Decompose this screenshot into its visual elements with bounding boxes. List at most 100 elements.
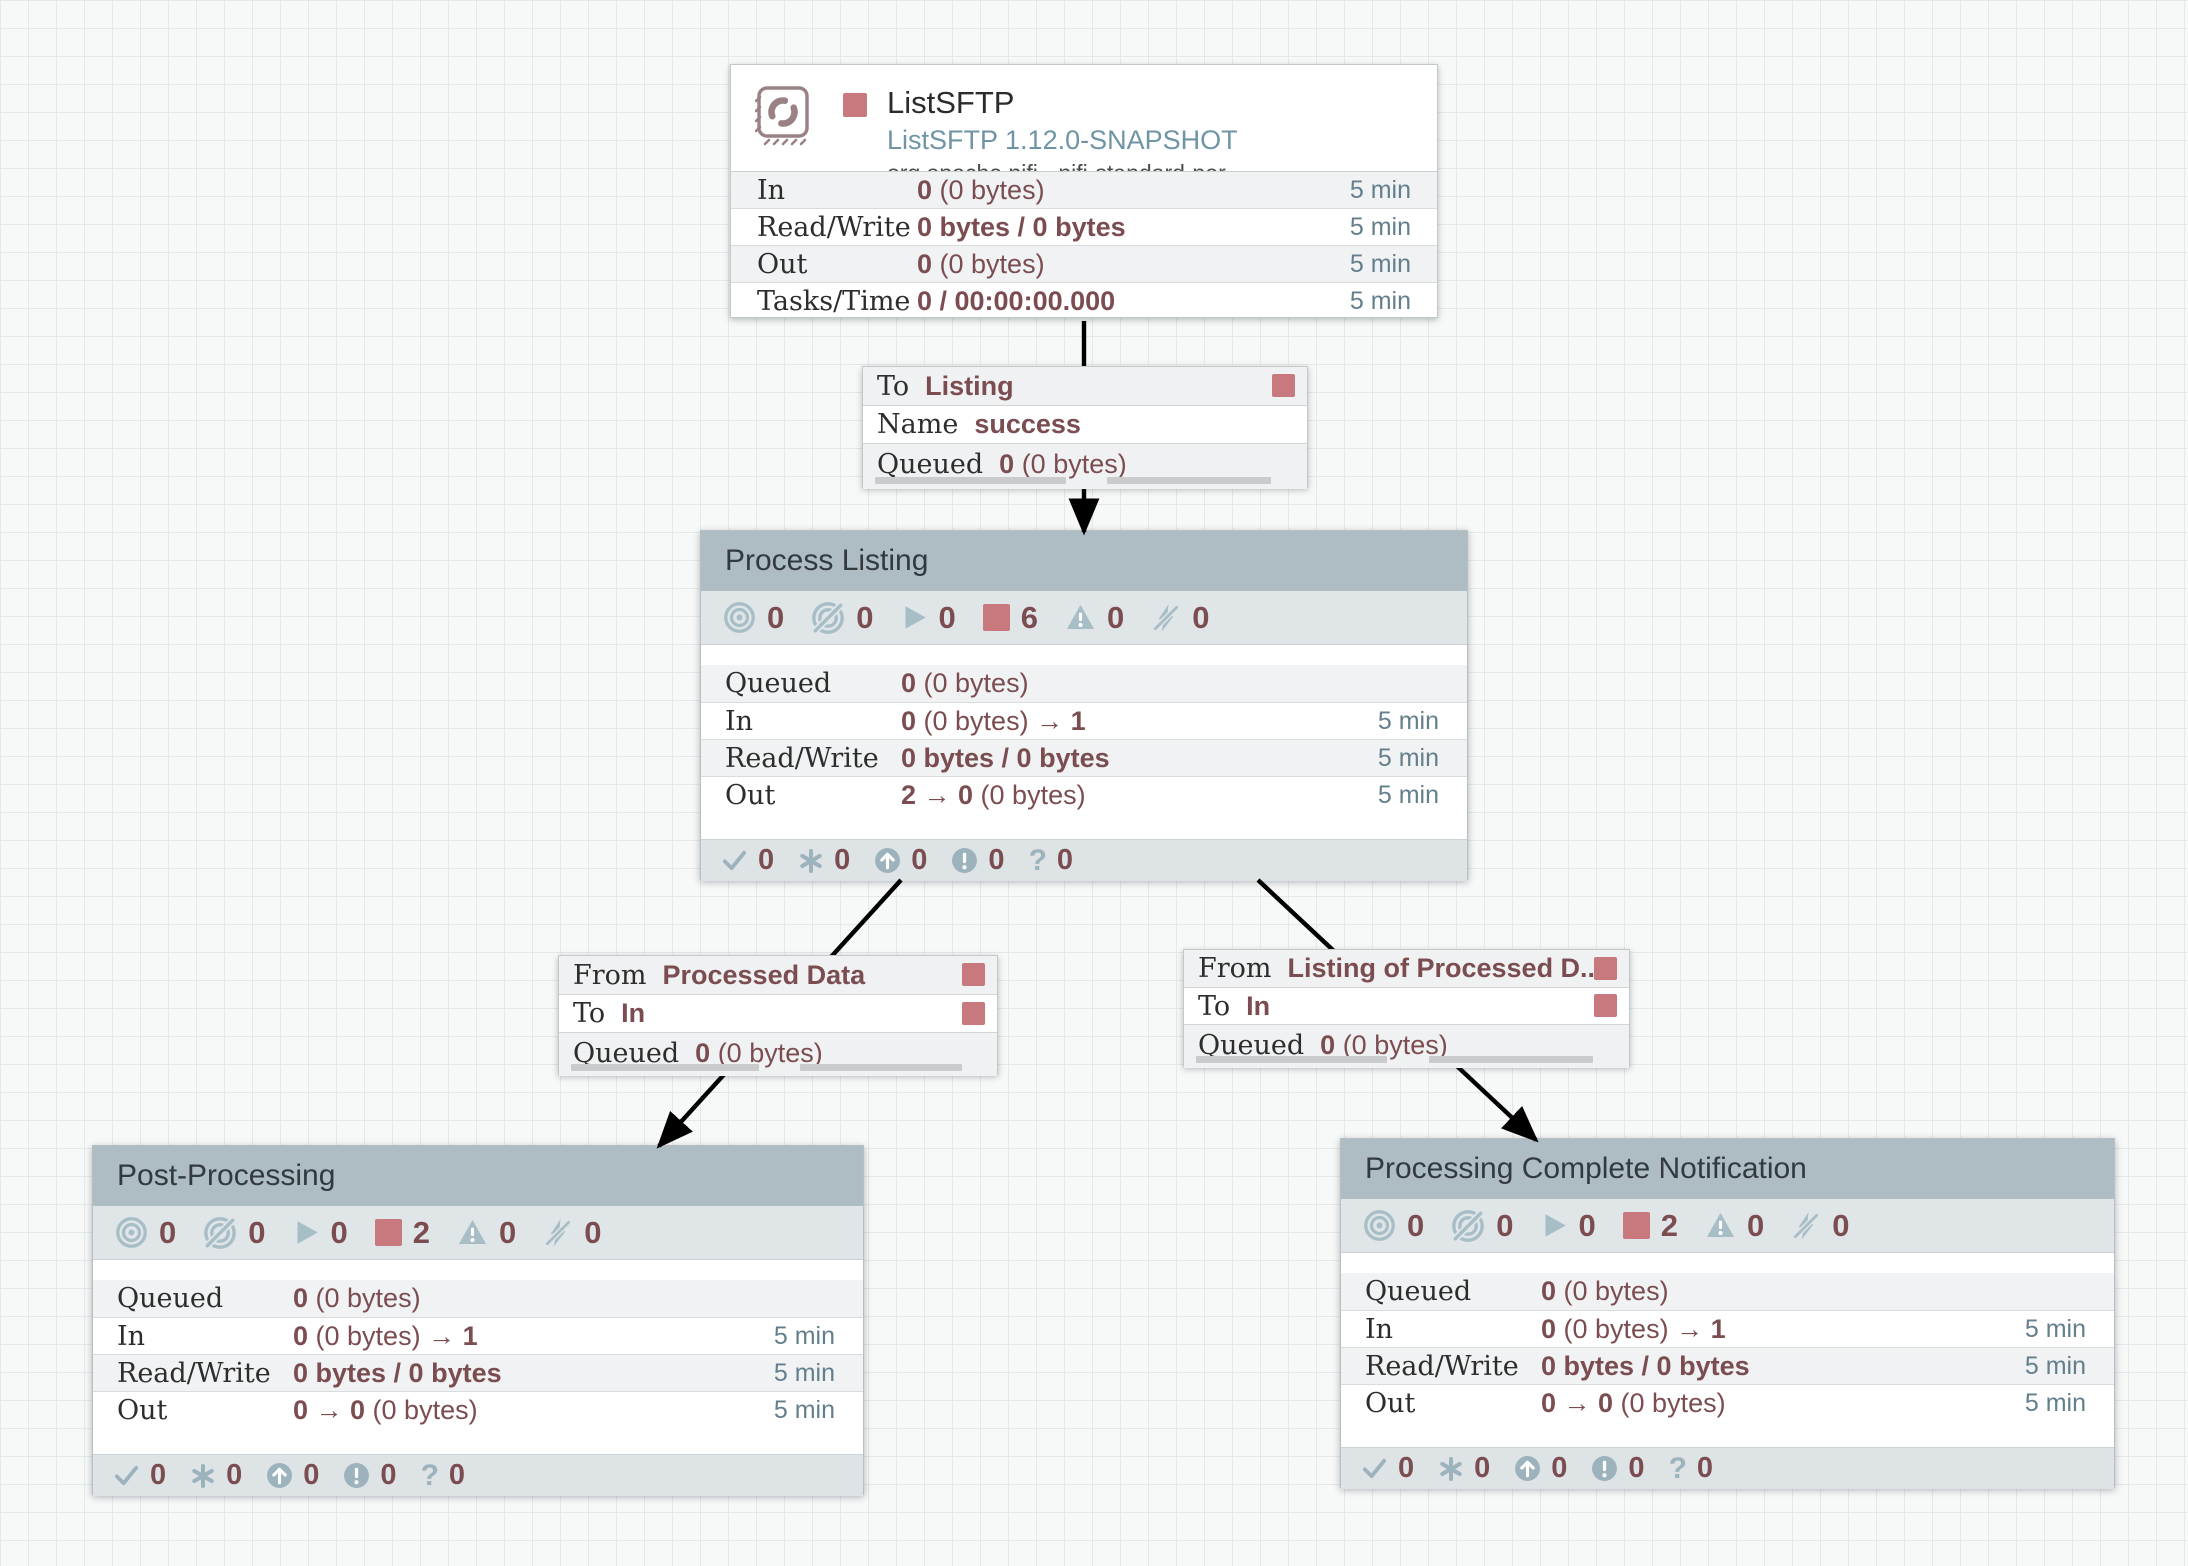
modified-stale-count: 0 [380, 1459, 397, 1491]
process-group-post-processing[interactable]: Post-Processing 0 0 0 2 0 0 Queued 0 (0 … [92, 1145, 864, 1496]
stat-label: Queued [1365, 1276, 1472, 1307]
modified-stale-exclamation-icon [344, 1463, 370, 1488]
processor-type-version: ListSFTP 1.12.0-SNAPSHOT [887, 125, 1238, 155]
stopped-icon [1622, 1212, 1650, 1239]
stat-label: In [757, 174, 786, 206]
group-version-footer: 0 0 0 0 ?0 [701, 839, 1467, 881]
group-stats-table: Queued 0 (0 bytes) In 0 (0 bytes) → 1 5 … [93, 1280, 863, 1428]
sync-failure-count: 0 [448, 1459, 466, 1491]
group-spacer [701, 813, 1467, 839]
invalid-warning-icon [1066, 604, 1095, 629]
up-to-date-count: 0 [758, 844, 775, 876]
group-spacer [1341, 1421, 2114, 1447]
stat-window: 5 min [1349, 175, 1411, 204]
stopped-count: 2 [412, 1214, 430, 1250]
stat-window: 5 min [1349, 212, 1411, 241]
group-stats-table: Queued 0 (0 bytes) In 0 (0 bytes) → 1 5 … [1341, 1273, 2114, 1421]
stale-count: 0 [303, 1459, 320, 1491]
invalid-warning-icon [458, 1219, 487, 1244]
stat-value: 0 (0 bytes) [917, 174, 1045, 205]
queued-value: 0 (0 bytes) [999, 449, 1127, 479]
stale-up-arrow-icon [267, 1463, 293, 1488]
group-stats-table: Queued 0 (0 bytes) In 0 (0 bytes) → 1 5 … [701, 665, 1467, 813]
transmitting-count: 0 [159, 1214, 177, 1250]
stat-window: 5 min [1349, 286, 1411, 315]
stat-row-queued: Queued 0 (0 bytes) [1341, 1273, 2114, 1310]
connection-to-value: In [621, 998, 646, 1028]
process-group-title: Process Listing [725, 544, 929, 577]
stat-window: 5 min [2024, 1388, 2086, 1417]
connection-to-row: To In [559, 994, 997, 1032]
locally-modified-asterisk-icon [800, 848, 822, 873]
stat-window: 5 min [773, 1395, 835, 1424]
up-to-date-count: 0 [1398, 1452, 1415, 1484]
stat-row-tasks-time: Tasks/Time 0 / 00:00:00.000 5 min [731, 282, 1437, 319]
sync-failure-question-icon: ? [1668, 1451, 1687, 1485]
connection-from-label: From [573, 959, 647, 991]
process-group-status-bar: 0 0 0 2 0 0 [1341, 1199, 2114, 1253]
stale-up-arrow-icon [875, 848, 901, 873]
stat-value: 0 (0 bytes) [901, 668, 1029, 698]
invalid-count: 0 [499, 1214, 517, 1250]
locally-modified-count: 0 [834, 844, 851, 876]
group-version-footer: 0 0 0 0 ?0 [1341, 1447, 2114, 1489]
stat-value: 0 (0 bytes) → 1 [1541, 1313, 1726, 1344]
connection-from-row: From Listing of Processed D... [1184, 950, 1629, 987]
process-group-header[interactable]: Process Listing [701, 531, 1467, 591]
stopped-icon [374, 1219, 402, 1246]
stat-label: Out [117, 1394, 168, 1426]
stat-row-queued: Queued 0 (0 bytes) [93, 1280, 863, 1317]
connection-from-label: From [1198, 953, 1272, 984]
stopped-status-square [962, 963, 985, 986]
processor-listsftp[interactable]: ListSFTP ListSFTP 1.12.0-SNAPSHOT org.ap… [730, 64, 1438, 318]
stat-value: 0 bytes / 0 bytes [901, 742, 1110, 773]
connection-from-value: Processed Data [662, 959, 866, 990]
process-group-header[interactable]: Processing Complete Notification [1341, 1139, 2114, 1199]
stopped-status-square [843, 93, 867, 117]
processor-name: ListSFTP [887, 85, 1015, 120]
stale-up-arrow-icon [1515, 1456, 1541, 1481]
connection-to-label: To [877, 370, 910, 402]
stopped-status-square [1272, 374, 1295, 397]
group-spacer [1341, 1253, 2114, 1273]
processor-stats-table: In 0 (0 bytes) 5 min Read/Write 0 bytes … [731, 171, 1437, 319]
process-group-title: Processing Complete Notification [1365, 1152, 1807, 1185]
connection-to-row: To Listing [863, 367, 1307, 405]
connection-label-processed-data[interactable]: From Processed Data To In Queued 0 (0 by… [558, 955, 998, 1076]
modified-stale-count: 0 [988, 844, 1005, 876]
stat-value: 2 → 0 (0 bytes) [901, 779, 1086, 810]
stat-value: 0 (0 bytes) [917, 248, 1045, 279]
process-group-status-bar: 0 0 0 6 0 0 [701, 591, 1467, 645]
process-group-status-bar: 0 0 0 2 0 0 [93, 1206, 863, 1260]
queue-size-bar [1428, 1056, 1594, 1063]
process-group-process-listing[interactable]: Process Listing 0 0 0 6 0 0 Queued 0 (0 … [700, 530, 1468, 881]
stat-row-out: Out 0 → 0 (0 bytes) 5 min [1341, 1384, 2114, 1421]
stopped-status-square [1594, 957, 1617, 980]
running-icon [905, 606, 926, 629]
stat-row-in: In 0 (0 bytes) → 1 5 min [701, 702, 1467, 739]
up-to-date-check-icon [114, 1465, 139, 1486]
disabled-count: 0 [1192, 599, 1210, 635]
process-group-header[interactable]: Post-Processing [93, 1146, 863, 1206]
modified-stale-exclamation-icon [952, 848, 978, 873]
stat-window: 5 min [1349, 249, 1411, 278]
stat-value: 0 (0 bytes) → 1 [293, 1320, 478, 1351]
stopped-status-square [1594, 994, 1617, 1017]
not-transmitting-count: 0 [248, 1214, 266, 1250]
stat-row-queued: Queued 0 (0 bytes) [701, 665, 1467, 702]
process-group-processing-complete-notification[interactable]: Processing Complete Notification 0 0 0 2… [1340, 1138, 2115, 1489]
connection-label-success[interactable]: To Listing Name success Queued 0 (0 byte… [862, 366, 1308, 489]
stat-row-in: In 0 (0 bytes) → 1 5 min [93, 1317, 863, 1354]
stat-value: 0 / 00:00:00.000 [917, 285, 1116, 316]
stat-window: 5 min [1377, 706, 1439, 735]
transmitting-icon [724, 602, 755, 633]
disabled-icon [1793, 1211, 1819, 1240]
modified-stale-exclamation-icon [1592, 1456, 1618, 1481]
group-version-footer: 0 0 0 0 ?0 [93, 1454, 863, 1496]
stat-label: In [117, 1320, 146, 1352]
connection-label-listing-of-processed[interactable]: From Listing of Processed D... To In Que… [1183, 949, 1630, 1068]
disabled-icon [545, 1218, 571, 1247]
sync-failure-question-icon: ? [1028, 843, 1047, 877]
process-group-title: Post-Processing [117, 1159, 336, 1192]
